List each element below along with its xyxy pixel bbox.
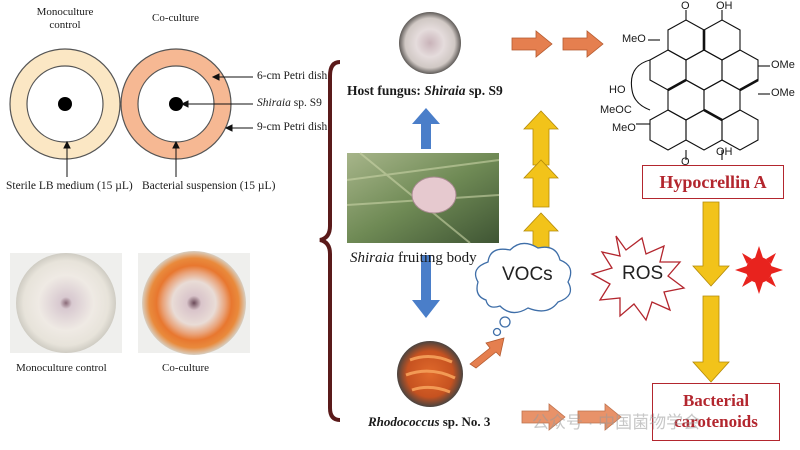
struct-ome-right2: OMe — [771, 87, 795, 99]
yellow-down-arrows — [692, 201, 730, 383]
struct-meo-bottom-left: MeO — [612, 122, 636, 134]
ann-shiraia-rest: sp. S9 — [290, 97, 322, 109]
fruiting-body-label: Shiraia fruiting body — [350, 250, 477, 267]
watermark: 公众号 · 中国菌物学会 — [532, 413, 701, 432]
host-suffix: sp. S9 — [465, 83, 503, 98]
blue-arrow-down — [412, 255, 440, 318]
struct-meoc-left: MeOC — [600, 104, 632, 116]
sun-icon — [735, 246, 783, 294]
blue-arrows — [412, 108, 440, 318]
carotenoids-box: Bacterial carotenoids — [652, 383, 780, 441]
struct-ho-left: HO — [609, 84, 626, 96]
mono-center-dot — [58, 97, 72, 111]
ann-shiraia-italic: Shiraia — [257, 97, 291, 109]
co-plate-photo — [142, 251, 246, 355]
host-plate-photo — [399, 12, 461, 74]
rhodo-rest: sp. No. 3 — [439, 414, 491, 429]
fruiting-italic: Shiraia — [350, 250, 395, 266]
vocs-cloud — [474, 242, 572, 337]
fruiting-rest: fruiting body — [394, 250, 477, 266]
hypocrellin-box: Hypocrellin A — [642, 165, 784, 199]
rhodococcus-label: Rhodococcus sp. No. 3 — [368, 414, 490, 430]
host-prefix: Host fungus: — [347, 83, 425, 98]
struct-oh-top: OH — [716, 0, 733, 12]
co-photo-caption: Co-culture — [162, 362, 210, 374]
co-title: Co-culture — [152, 12, 200, 24]
bracket — [319, 60, 341, 422]
struct-o-bottom: O — [681, 156, 690, 168]
orange-arrows — [469, 30, 622, 431]
ann-6cm: 6-cm Petri dish — [257, 70, 328, 82]
struct-meo-top-left: MeO — [622, 33, 646, 45]
ann-9cm: 9-cm Petri dish — [257, 121, 328, 133]
yellow-up-arrows — [523, 110, 559, 263]
ann-lb: Sterile LB medium (15 µL) — [6, 180, 133, 192]
rhodo-italic: Rhodococcus — [368, 414, 440, 429]
ros-label: ROS — [622, 263, 664, 284]
setup-pointer-arrows — [63, 73, 253, 177]
ros-starburst — [590, 235, 686, 322]
blue-arrow-up — [412, 108, 440, 149]
host-fungus-label: Host fungus: Shiraia sp. S9 — [347, 83, 503, 99]
ann-bact: Bacterial suspension (15 µL) — [142, 180, 276, 192]
vocs-label: VOCs — [502, 264, 553, 285]
host-italic: Shiraia — [424, 83, 466, 98]
mono-photo-caption: Monoculture control — [16, 362, 107, 374]
carotenoids-line2: carotenoids — [674, 412, 758, 431]
mono-plate-photo — [16, 253, 116, 353]
struct-o-top: O — [681, 0, 690, 12]
struct-ome-right1: OMe — [771, 59, 795, 71]
co-center-dot — [169, 97, 183, 111]
struct-oh-bottom: OH — [716, 146, 733, 158]
mono-title: Monoculture control — [36, 6, 94, 31]
carotenoids-line1: Bacterial — [682, 391, 750, 410]
ann-shiraia: Shiraia sp. S9 — [257, 97, 322, 109]
